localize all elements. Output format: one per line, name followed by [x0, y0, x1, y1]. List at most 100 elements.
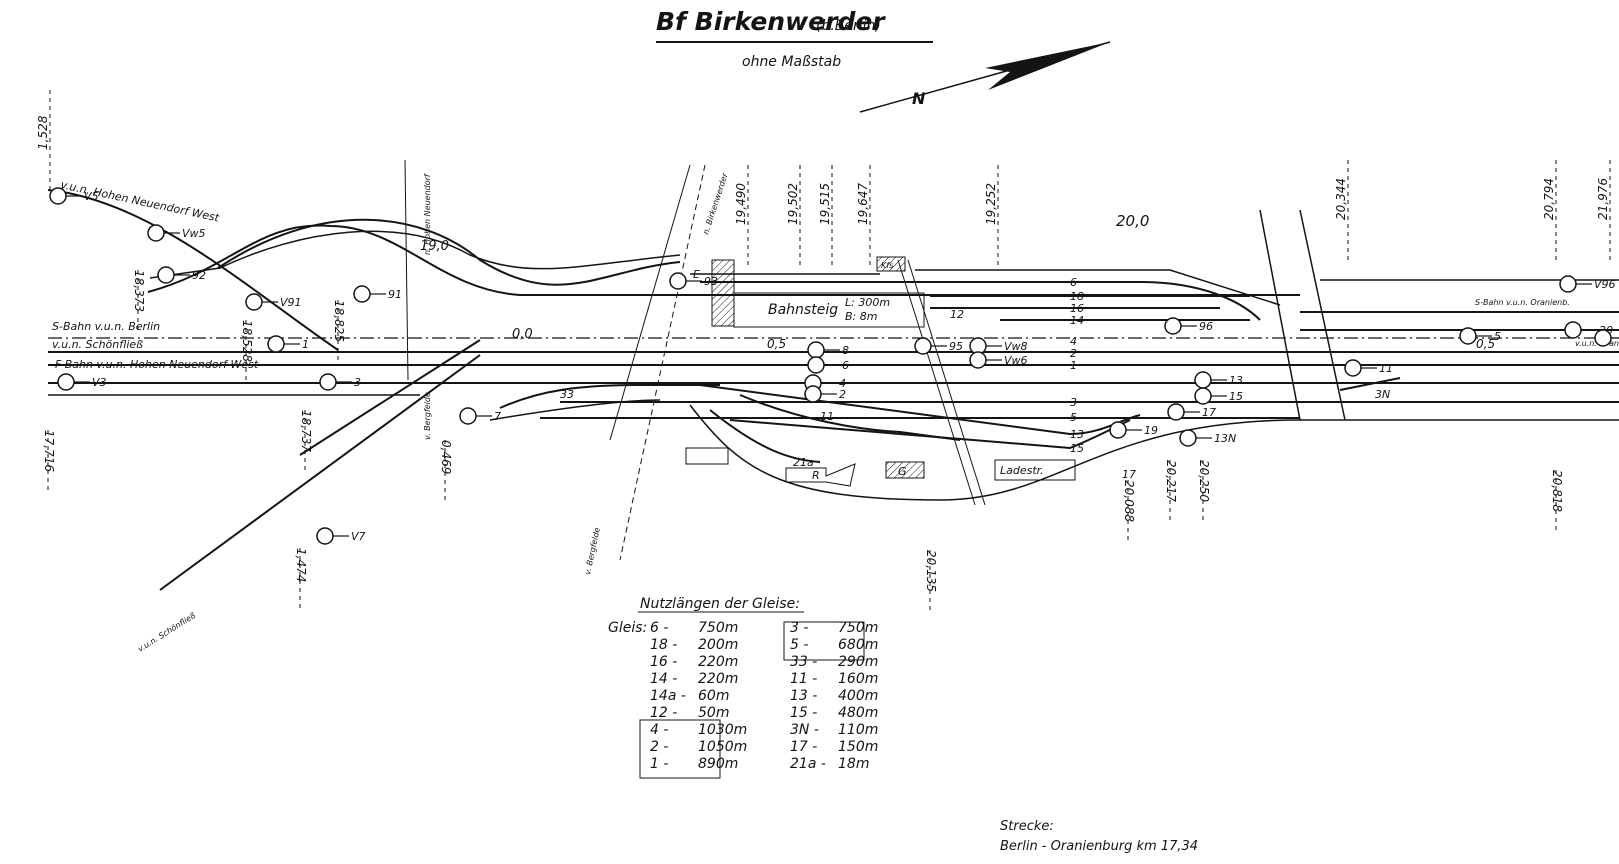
legend-prefix: Gleis:	[608, 620, 647, 636]
signal: 91	[353, 285, 402, 303]
signal-label: 93	[704, 275, 718, 288]
legend-track: 1 -	[650, 756, 668, 772]
legend-length: 150m	[838, 739, 878, 755]
svg-text:0,5: 0,5	[767, 337, 786, 351]
km-marker: 1,474	[294, 548, 308, 608]
km-marker-label: 0,469	[439, 440, 453, 474]
km-marker: 17,716	[42, 430, 56, 490]
km-marker-label: 18,737	[299, 410, 313, 452]
legend-track: 11 -	[790, 671, 817, 687]
track-number: 3	[1070, 396, 1077, 409]
platform-label: Bahnsteig	[768, 302, 838, 318]
svg-text:N: N	[912, 89, 926, 108]
legend-track: 13 -	[790, 688, 817, 704]
track-length-legend: Nutzlängen der Gleise: Gleis: 6 -750m18 …	[608, 596, 878, 779]
signal: 1	[267, 335, 309, 353]
signal: V96	[1559, 275, 1616, 293]
signal-icon	[1559, 275, 1577, 293]
signal: V20	[1594, 329, 1619, 347]
km-marker: 21,976	[1596, 160, 1611, 260]
signal-label: 92	[192, 269, 206, 282]
legend-length: 750m	[838, 620, 878, 636]
signal-label: 96	[1199, 320, 1213, 333]
signal-icon	[49, 187, 67, 205]
svg-text:v. Bergfelde: v. Bergfelde	[583, 527, 602, 576]
signal: 95	[914, 337, 963, 355]
legend-row: 6 -750m	[650, 620, 738, 636]
legend-track: 5 -	[790, 637, 808, 653]
legend-length: 110m	[838, 722, 878, 738]
km-marker-label: 18,373	[132, 270, 146, 312]
track-number: 2	[1070, 347, 1077, 360]
signal-label: V5	[84, 190, 99, 203]
track-schoenfliess-branch	[299, 339, 481, 456]
signal-icon	[669, 272, 687, 290]
km-marker-label: 19,502	[786, 183, 800, 225]
svg-text:n. Birkenwerder: n. Birkenwerder	[701, 171, 730, 235]
legend-row: 3 -750m	[790, 620, 878, 636]
signal-icon	[1179, 429, 1197, 447]
signal-label: 11	[1379, 362, 1393, 375]
km-marker: 1,528	[36, 90, 51, 190]
km-marker: 18,825	[332, 300, 346, 360]
signals: V5Vw5V919192939596V9620V20V337V7Vw8Vw686…	[49, 187, 1619, 545]
loading-road-label: Ladestr.	[1000, 464, 1044, 477]
legend-row: 2 -1050m	[650, 739, 747, 755]
signal-icon	[1459, 327, 1477, 345]
km-markers: 1,528 18,373 18,528 18,825 17,716 18,737 0,469…	[36, 90, 1611, 610]
signal-label: 17	[1202, 406, 1216, 419]
footbridge	[897, 259, 976, 506]
track-number: 17	[1122, 468, 1136, 481]
track-number: 3N	[1375, 388, 1390, 401]
km-marker-label: 20,217	[1164, 460, 1178, 502]
legend-length: 1030m	[698, 722, 747, 738]
km-marker: 19,252	[984, 165, 999, 265]
svg-text:S-Bahn v.u.n. Berlin: S-Bahn v.u.n. Berlin	[52, 320, 160, 333]
legend-row: 21a -18m	[790, 756, 869, 772]
km-marker-label: 20,794	[1542, 178, 1556, 220]
svg-text:19,0: 19,0	[420, 239, 449, 254]
svg-text:S-Bahn v.u.n. Oranienb.: S-Bahn v.u.n. Oranienb.	[1475, 298, 1570, 307]
signal-label: 4	[839, 377, 846, 390]
km-marker-label: 20,344	[1334, 178, 1348, 220]
svg-text:0,0: 0,0	[512, 327, 533, 342]
svg-text:F-Bahn v.u.n. Hohen Neuendorf: F-Bahn v.u.n. Hohen Neuendorf West	[55, 358, 259, 371]
signal-icon	[57, 373, 75, 391]
legend-box-main	[639, 719, 721, 779]
legend-length: 750m	[698, 620, 738, 636]
track-13	[699, 384, 1141, 436]
signal-label: V7	[351, 530, 366, 543]
signal-label: 13N	[1214, 432, 1236, 445]
signal-icon	[804, 385, 822, 403]
legend-track: 18 -	[650, 637, 677, 653]
signal-label: 13	[1229, 374, 1243, 387]
track-number: 12	[950, 308, 964, 321]
legend-track: 16 -	[650, 654, 677, 670]
legend-row: 3N -110m	[790, 722, 878, 738]
signal: 19	[1109, 421, 1158, 439]
km-marker: 18,528	[240, 320, 254, 380]
signal-label: 8	[842, 344, 849, 357]
legend-row: 1 -890m	[650, 756, 738, 772]
signal: 96	[1164, 317, 1213, 335]
signal-label: V3	[92, 376, 107, 389]
track-number: 4	[1070, 335, 1077, 348]
km-marker: 20,217	[1164, 460, 1178, 520]
signal: V5	[49, 187, 99, 205]
legend-track: 2 -	[650, 739, 668, 755]
legend-row: 33 -290m	[790, 654, 878, 670]
km-marker: 20,818	[1550, 470, 1564, 530]
legend-length: 220m	[698, 654, 738, 670]
legend-length: 18m	[838, 756, 869, 772]
legend-row: 11 -160m	[790, 671, 878, 687]
km-marker: 0,469	[439, 440, 453, 500]
header: Bf Birkenwerder (b.Berlin) ohne Maßstab …	[656, 7, 1111, 113]
km-marker: 19,647	[856, 165, 871, 265]
km-marker-label: 1,474	[294, 548, 308, 582]
signal-icon	[267, 335, 285, 353]
km-marker-label: 20,818	[1550, 470, 1564, 512]
signal-label: 3	[354, 376, 361, 389]
km-marker: 18,373	[132, 270, 146, 330]
signal-icon	[1564, 321, 1582, 339]
svg-text:v. Bergfelde: v. Bergfelde	[423, 392, 432, 440]
